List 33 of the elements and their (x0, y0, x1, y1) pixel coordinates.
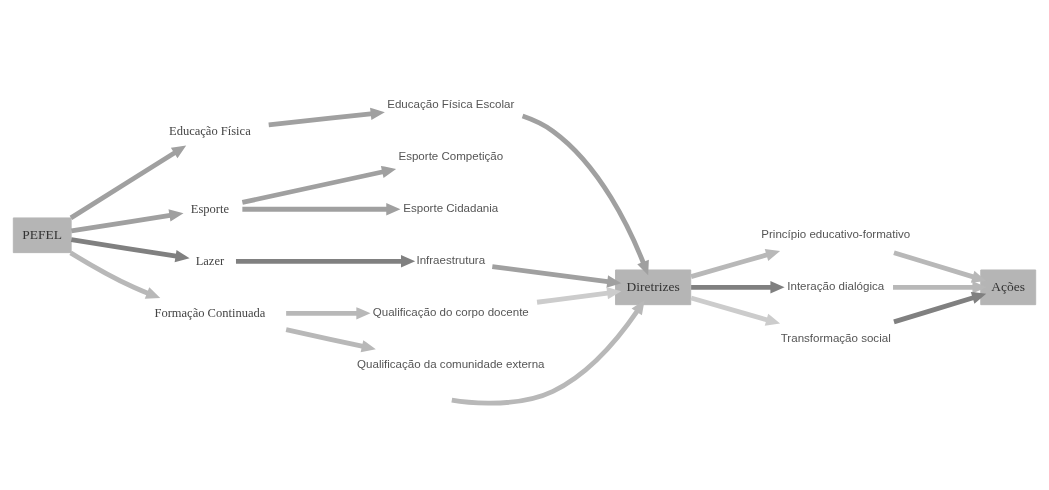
arrow (242, 202, 401, 215)
node-text: Qualificação do corpo docente (372, 305, 529, 318)
arrow (690, 248, 781, 279)
arrow (69, 250, 161, 299)
arrow (536, 286, 622, 305)
node-box: Ações (980, 269, 1037, 305)
arrow (69, 145, 187, 220)
node-box: Diretrizes (615, 269, 692, 305)
arrow (286, 306, 371, 320)
node-text: Formação Continuada (154, 305, 266, 320)
arrow (691, 280, 785, 294)
arrow (285, 326, 376, 352)
node-text: Infraestrutura (416, 253, 486, 266)
arrow (70, 208, 184, 233)
arrow (236, 254, 416, 267)
node-text: Qualificação da comunidade externa (357, 357, 545, 370)
node-text: Transformação social (780, 331, 891, 344)
arrow (893, 291, 987, 324)
node-text: Lazer (195, 253, 225, 268)
arrow (521, 113, 649, 275)
arrow (492, 263, 622, 288)
arrow (690, 295, 781, 326)
arrow (70, 236, 190, 262)
node-text: Princípio educativo-formativo (761, 227, 911, 240)
node-text: Esporte (190, 201, 230, 216)
node-box: PEFEL (12, 216, 72, 253)
arrow (268, 107, 385, 127)
node-text: Educação Física Escolar (387, 97, 515, 110)
node-text: Esporte Competição (398, 149, 504, 162)
node-text: Educação Física (169, 122, 251, 137)
node-text: Interação dialógica (787, 279, 885, 292)
arrow (241, 165, 397, 205)
node-text: Esporte Cidadania (403, 201, 499, 214)
